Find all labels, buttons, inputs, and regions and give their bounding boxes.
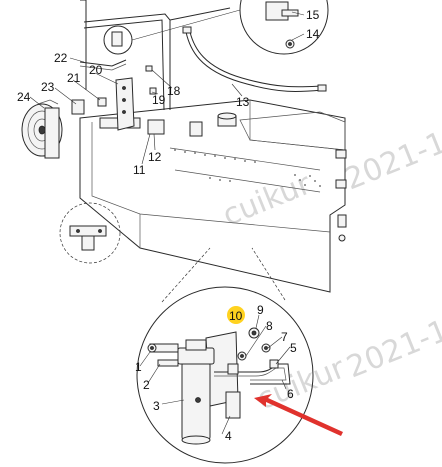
callout-1: 1 <box>135 360 142 374</box>
watermark-4: 2021-1 <box>342 313 442 385</box>
callout-22: 22 <box>54 51 68 65</box>
detail-circle-left <box>59 202 121 264</box>
callout-18: 18 <box>167 84 181 98</box>
callout-13: 13 <box>236 95 250 109</box>
red-arrow <box>254 394 343 436</box>
bracket-20 <box>71 65 165 135</box>
hose-reel-24 <box>21 99 63 159</box>
callout-3: 3 <box>153 399 160 413</box>
callout-7: 7 <box>281 330 288 344</box>
watermark-1: cuikur <box>218 166 317 233</box>
callout-5: 5 <box>290 341 297 355</box>
callout-19: 19 <box>152 93 166 107</box>
callout-6: 6 <box>287 387 294 401</box>
callout-20: 20 <box>89 63 103 77</box>
callout-labels: 15 14 22 20 21 23 24 19 18 13 12 11 10 9… <box>17 8 320 443</box>
detail-circle-bottom <box>136 247 314 464</box>
highlight-marker-10 <box>227 306 245 324</box>
callout-2: 2 <box>143 378 150 392</box>
callout-12: 12 <box>148 150 162 164</box>
callout-14: 14 <box>306 27 320 41</box>
watermark-2: 2021-1 <box>340 125 442 197</box>
leader-lines <box>29 11 305 435</box>
callout-4: 4 <box>225 429 232 443</box>
detail-circle-top <box>103 0 329 55</box>
callout-10: 10 <box>229 309 243 323</box>
callout-24: 24 <box>17 90 31 104</box>
callout-8: 8 <box>266 319 273 333</box>
callout-21: 21 <box>67 71 81 85</box>
callout-9: 9 <box>257 303 264 317</box>
hose-13 <box>182 26 327 93</box>
rod-22 <box>79 59 127 67</box>
callout-11: 11 <box>133 163 146 177</box>
tank-body <box>79 99 347 293</box>
callout-23: 23 <box>41 80 55 94</box>
callout-15: 15 <box>306 8 320 22</box>
